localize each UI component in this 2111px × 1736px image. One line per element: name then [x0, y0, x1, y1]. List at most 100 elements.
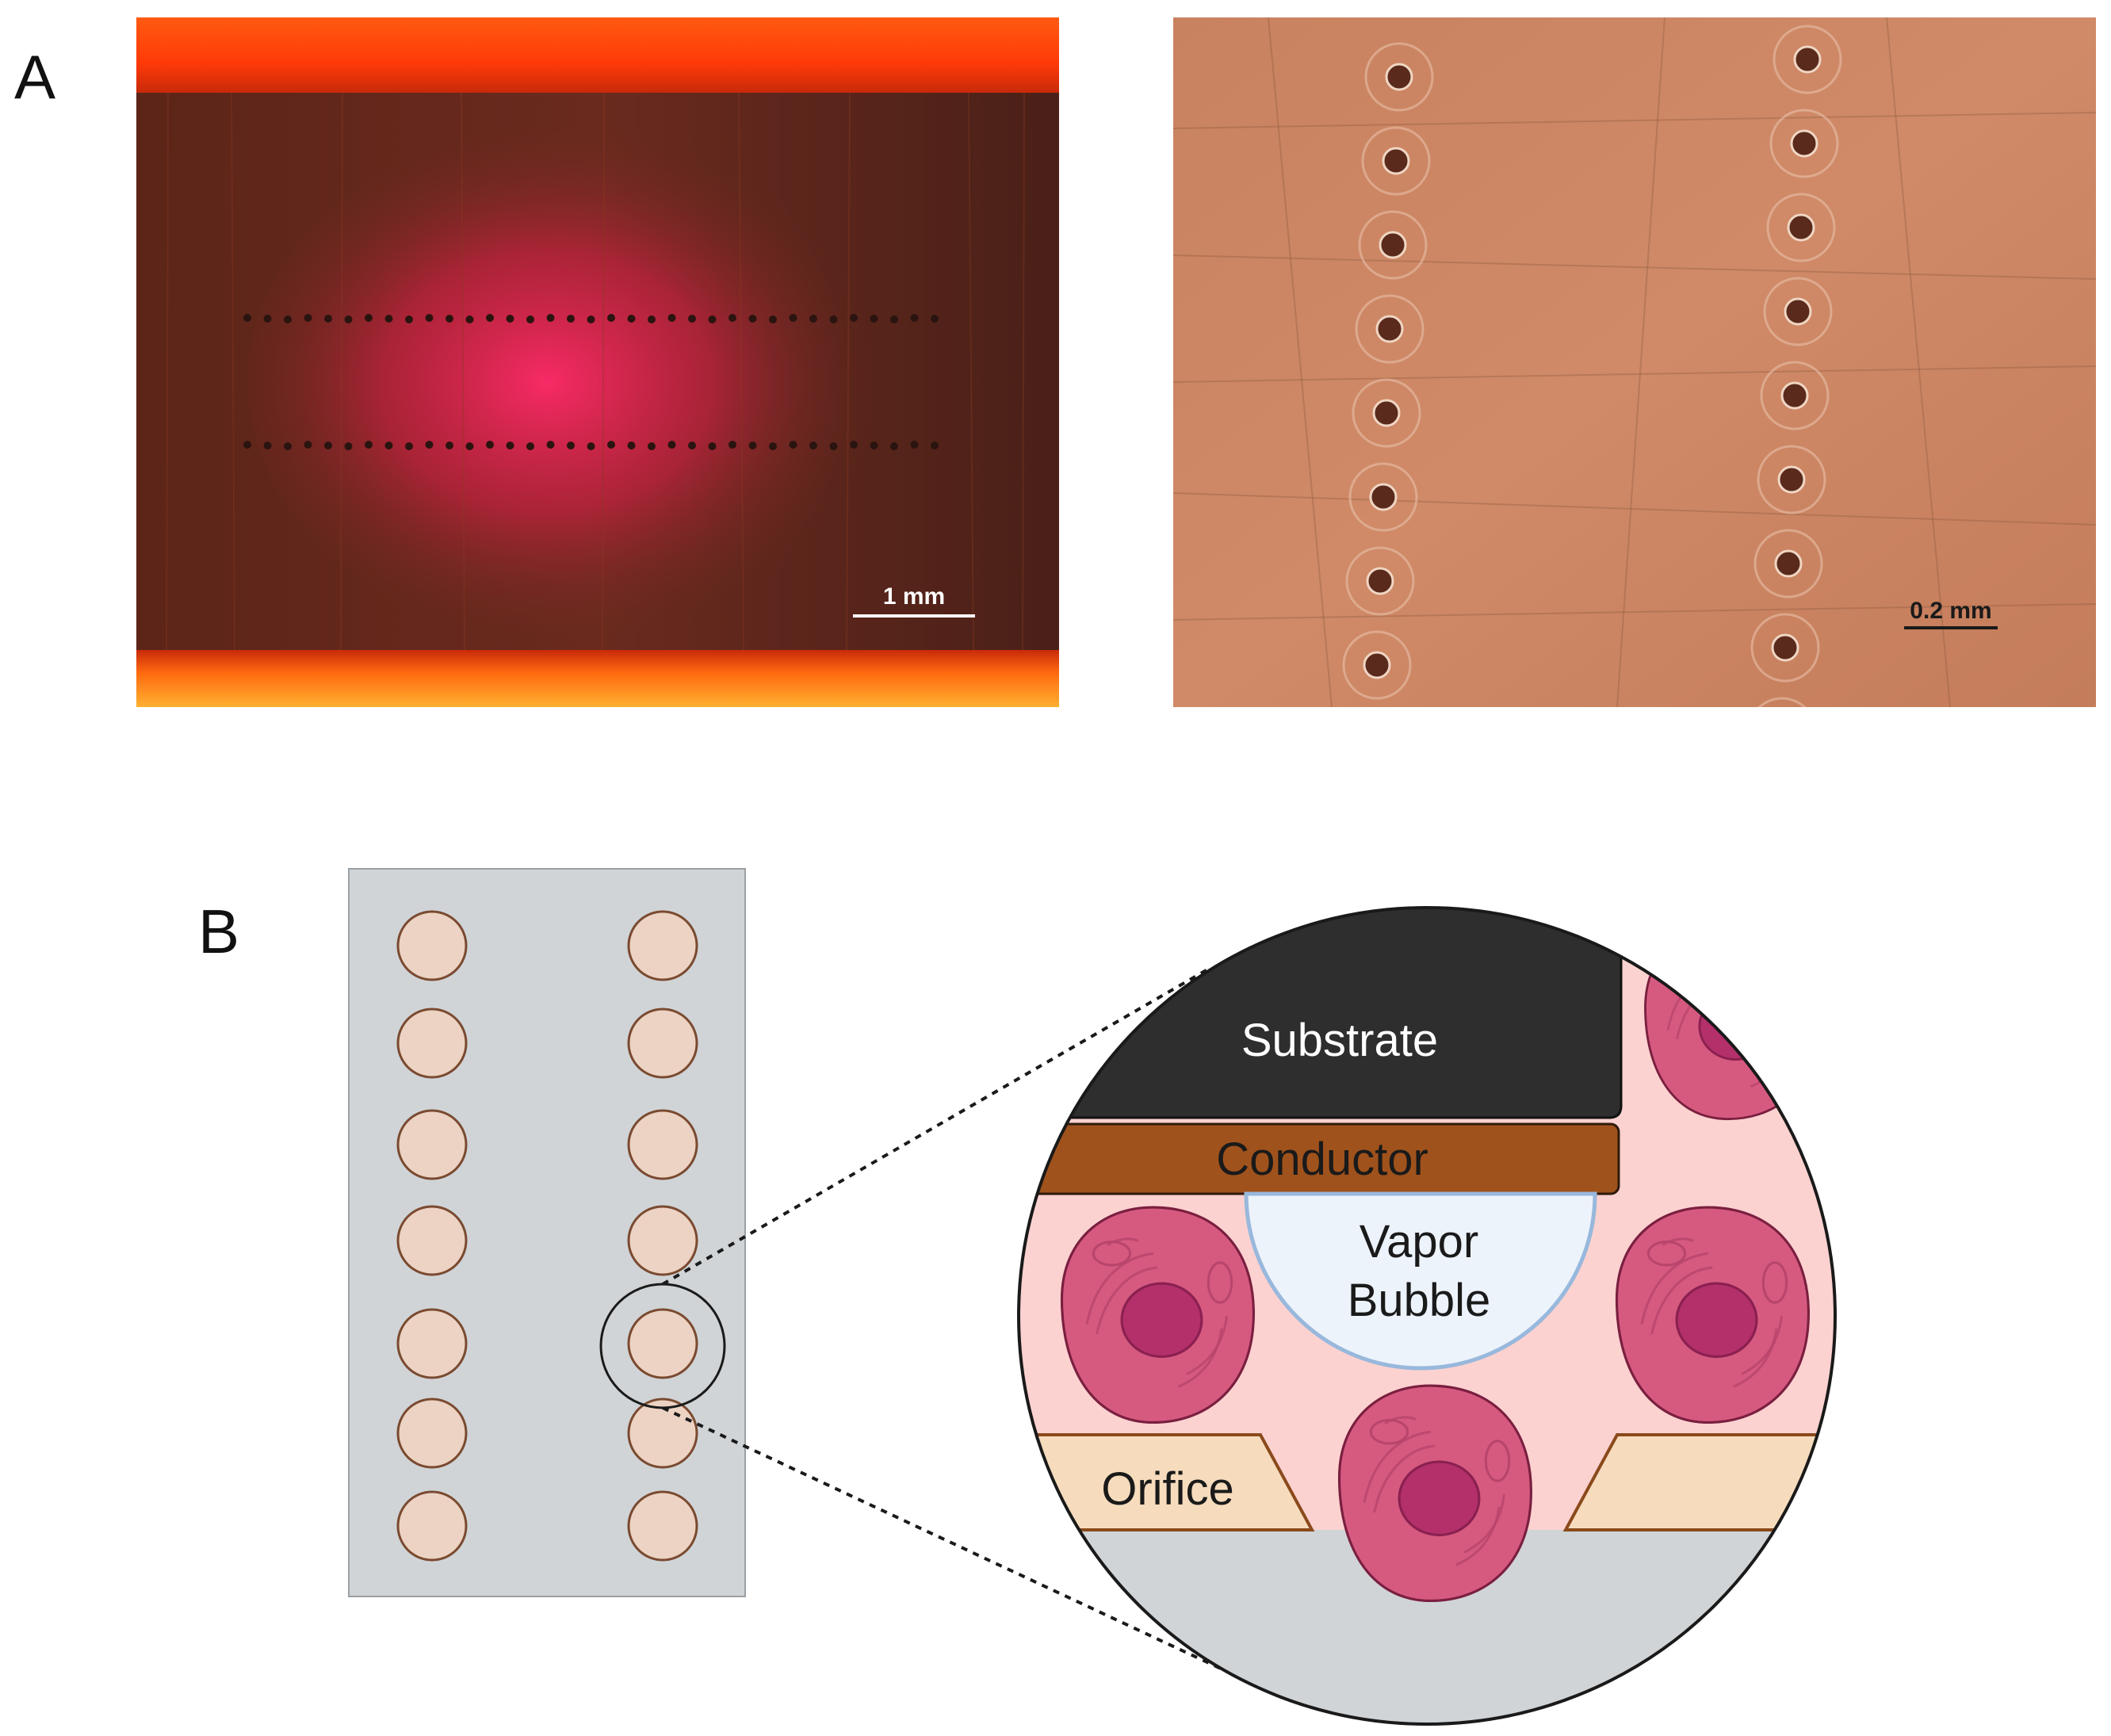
orifice-dot — [324, 442, 332, 449]
orifice-dot — [446, 315, 453, 323]
orifice-dot — [263, 315, 272, 323]
orifice-dot — [890, 315, 898, 323]
micrograph-right: 0.2 mm — [1173, 17, 2096, 707]
micrograph-left: 1 mm — [136, 17, 1059, 707]
orifice-dot — [910, 441, 919, 449]
orifice-dot — [748, 315, 757, 323]
orifice-dot — [243, 314, 251, 322]
device-orifice — [396, 1398, 468, 1469]
device-orifice — [396, 910, 468, 981]
orifice-hole — [1790, 129, 1818, 158]
orifice-halo — [1769, 109, 1839, 178]
orifice-dot — [304, 441, 312, 449]
orifice-halo — [1753, 529, 1823, 598]
orifice-dot — [729, 441, 736, 449]
orifice-dot — [465, 315, 474, 323]
orifice-dot — [789, 441, 797, 449]
orifice-dot — [688, 442, 696, 449]
device-orifice — [627, 1109, 698, 1180]
orifice-dot — [667, 441, 676, 449]
orifice-hole — [1787, 213, 1815, 242]
orifice-dot — [648, 442, 656, 450]
orifice-dot — [870, 315, 878, 323]
label-bubble: Bubble — [1348, 1275, 1491, 1326]
orifice-halo — [1766, 193, 1836, 262]
device-orifice — [396, 1490, 468, 1562]
orifice-dot — [931, 315, 939, 323]
orifice-hole — [1363, 651, 1391, 679]
orifice-array — [396, 910, 698, 1562]
substrate-layer — [1019, 908, 1623, 1119]
orifice-dot — [748, 442, 757, 449]
orifice-dot — [446, 442, 453, 449]
orifice-dot — [688, 315, 696, 323]
orifice-dot — [344, 315, 353, 323]
orifice-halo — [1364, 42, 1434, 112]
orifice-hole — [1771, 633, 1799, 662]
zoom-detail: Substrate Conductor Vapor Bubble Orifice — [1019, 908, 1835, 1724]
orifice-dot — [910, 314, 919, 322]
orifice-halo — [1352, 378, 1421, 448]
orifice-dot — [769, 442, 777, 450]
orifice-dot — [587, 315, 595, 323]
orifice-dot — [284, 315, 292, 323]
orifice-halo — [1342, 630, 1412, 700]
orifice-dot — [809, 315, 817, 323]
orifice-dot — [870, 442, 878, 449]
vapor-bubble — [1244, 1191, 1597, 1371]
orifice-dot — [769, 315, 777, 323]
orifice-dot — [284, 442, 292, 450]
orifice-dot — [425, 441, 434, 449]
orifice-row-top — [243, 314, 939, 323]
orifice-dot — [708, 315, 717, 323]
zoom-detail-border — [1017, 906, 1837, 1726]
label-substrate: Substrate — [1241, 1015, 1438, 1066]
orifice-hole — [1379, 231, 1407, 259]
orifice-dot — [486, 441, 494, 449]
device-orifice — [627, 1490, 698, 1562]
orifice-hole — [1372, 399, 1401, 427]
orifice-dot — [607, 314, 615, 322]
orifice-dot — [789, 314, 797, 322]
device-orifice — [396, 1308, 468, 1379]
orifice-dot — [627, 442, 636, 449]
orifice-halo — [1773, 25, 1842, 94]
orifice-dot — [567, 442, 575, 449]
orifice-hole — [1780, 381, 1809, 410]
orifice-halo — [1763, 277, 1833, 346]
orifice-halo — [1757, 445, 1826, 514]
orifice-dot — [546, 314, 555, 322]
orifice-halo — [1760, 361, 1830, 430]
device-orifice — [396, 1205, 468, 1276]
scale-bar-label-right: 0.2 mm — [1910, 598, 1991, 624]
orifice-dot — [344, 442, 353, 450]
orifice-hole — [1774, 549, 1803, 578]
orifice-dot — [567, 315, 575, 323]
orifice-dot — [729, 314, 736, 322]
orifice-halo — [1757, 697, 1807, 707]
orifice-dot — [890, 442, 898, 450]
orifice-hole — [1793, 45, 1822, 74]
orifice-dot — [607, 441, 615, 449]
orifice-halo — [1355, 294, 1425, 364]
panel-b-label: B — [198, 897, 240, 966]
zoom-connector-top — [661, 967, 1210, 1286]
orifice-dot — [405, 442, 413, 450]
orifice-dot — [405, 315, 413, 323]
device-orifice — [396, 1008, 468, 1079]
label-vapor: Vapor — [1360, 1216, 1478, 1268]
orifice-dot — [365, 441, 373, 449]
orifice-column-left — [1342, 42, 1434, 700]
device-orifice — [396, 1109, 468, 1180]
label-conductor: Conductor — [1216, 1134, 1428, 1185]
orifice-dot — [587, 442, 595, 450]
device-orifice — [627, 1008, 698, 1079]
orifice-hole — [1777, 465, 1806, 494]
orifice-dot — [829, 442, 838, 450]
orifice-hole — [1385, 63, 1413, 91]
orifice-dot — [850, 441, 858, 449]
orifice-dot — [263, 442, 272, 449]
orifice-hole — [1366, 567, 1394, 595]
cell-top-right — [1644, 923, 1820, 1121]
